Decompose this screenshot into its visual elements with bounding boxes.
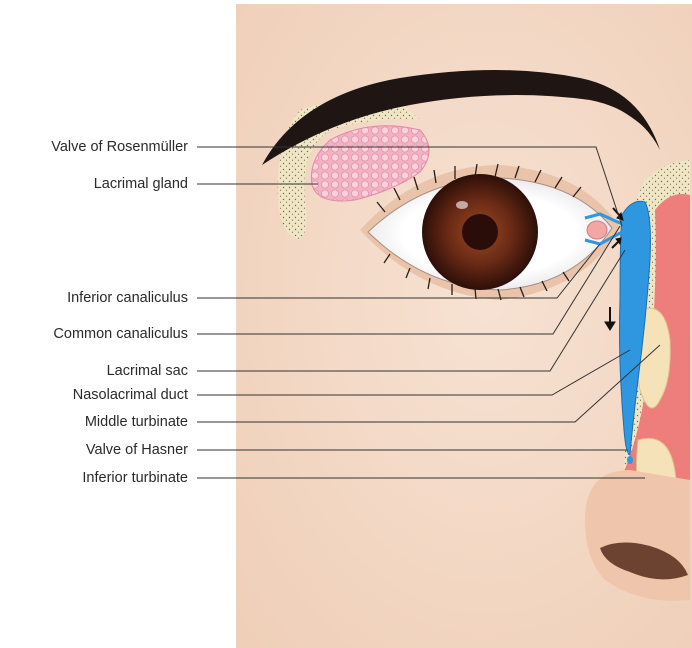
valve-of-hasner-mark <box>627 456 633 464</box>
label-nasolacrimal-duct: Nasolacrimal duct <box>0 387 188 403</box>
label-lacrimal-gland: Lacrimal gland <box>0 176 188 192</box>
label-inferior-turbinate: Inferior turbinate <box>0 470 188 486</box>
caruncle <box>587 221 607 239</box>
pupil <box>462 214 498 250</box>
label-inferior-canaliculus: Inferior canaliculus <box>0 290 188 306</box>
label-lacrimal-sac: Lacrimal sac <box>0 363 188 379</box>
label-common-canaliculus: Common canaliculus <box>0 326 188 342</box>
label-valve-of-rosenmuller: Valve of Rosenmüller <box>0 139 188 155</box>
label-middle-turbinate: Middle turbinate <box>0 414 188 430</box>
label-valve-of-hasner: Valve of Hasner <box>0 442 188 458</box>
